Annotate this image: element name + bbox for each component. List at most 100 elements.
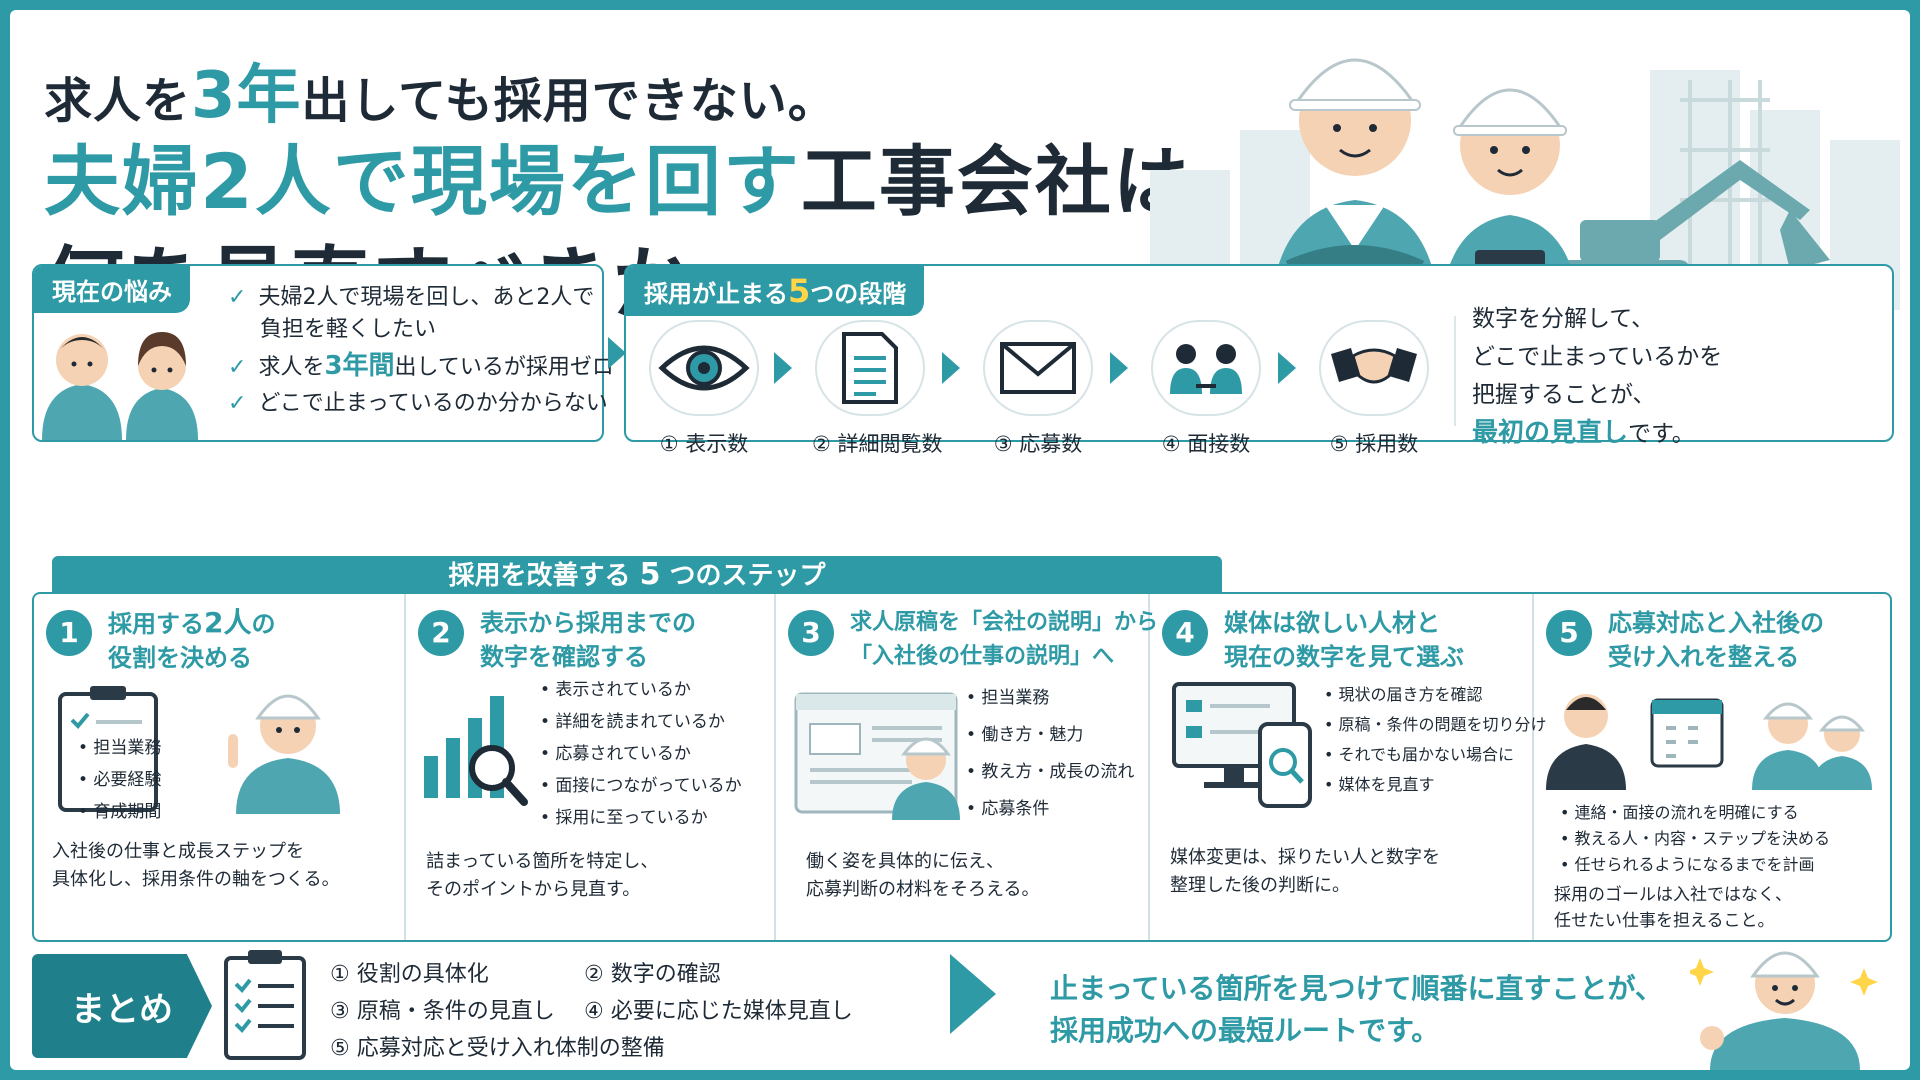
step-number: 1 [46,610,92,656]
step-bullet: • 媒体を見直す [1324,775,1435,794]
summary-item: ② 数字の確認 [584,962,721,987]
document-icon [815,320,925,416]
step-bullet: • 採用に至っているか [540,808,708,828]
problem-item-1: ✓夫婦2人で現場を回し、あと2人で [228,282,594,314]
arrow-right-icon [608,337,626,369]
steps-panel: 1 採用する2人の 役割を決める • 担当業務 • 必要経験 • 育成期間 [32,592,1892,942]
stages-tag-number: 5 [788,272,811,310]
problem-item-2: ✓求人を3年間出しているが採用ゼロ [228,350,614,384]
stages-note: 数字を分解して、 どこで止まっているかを 把握することが、 最初の見直しです。 [1472,300,1722,453]
step-description: 詰まっている箇所を特定し、 そのポイントから見直す。 [426,848,658,904]
summary-item: ③ 原稿・条件の見直し [330,999,555,1024]
title-line-2: 夫婦2人で現場を回す工事会社は [44,120,1191,230]
step-number: 5 [1546,610,1592,656]
summary-item: ④ 必要に応じた媒体見直し [584,999,853,1024]
step-title-text: の [251,610,276,638]
scaffold-icon [1680,80,1770,310]
step-bullets: • 担当業務 • 働き方・魅力 • 教え方・成長の流れ • 応募条件 [966,680,1134,828]
check-icon: ✓ [228,285,247,310]
infographic-page: 求人を3年出しても採用できない。 夫婦2人で現場を回す工事会社は 何を見直すべき… [10,10,1910,1070]
envelope-icon [983,320,1093,416]
title-line-1: 求人を3年出しても採用できない。 [44,44,837,136]
step-number: 4 [1162,610,1208,656]
steps-header: 採用を改善する 5 つのステップ [52,556,1222,594]
step-title: 応募対応と入社後の 受け入れを整える [1608,606,1824,674]
step-bullet: • 教え方・成長の流れ [966,762,1135,782]
worker-pointing-illustration [228,694,340,814]
cheering-worker-illustration [1690,951,1878,1070]
problem-highlight: 3年間 [324,351,395,381]
step-title: 媒体は欲しい人材と 現在の数字を見て選ぶ [1224,606,1464,674]
step-bullet: • 育成期間 [78,802,162,822]
stage-detail-views: ② 詳細閲覧数 [812,320,943,458]
stages-divider [1454,316,1456,426]
sparkle-icon [1850,968,1878,996]
onboarding-illustration [1546,694,1872,790]
step-desc-line: そのポイントから見直す。 [426,879,641,900]
step-description: 採用のゴールは入社ではなく、 任せたい仕事を担えること。 [1554,882,1792,934]
step-desc-line: 働く姿を具体的に伝え、 [806,851,1004,872]
title-number: 3年 [191,59,302,133]
stages-note-line: 数字を分解して、 [1472,306,1655,332]
summary-item: ⑤ 応募対応と受け入れ体制の整備 [330,1036,665,1061]
stages-panel: 採用が止まる5つの段階 ① 表示数 ② 詳細閲覧数 ③ 応募数 [624,264,1894,456]
monitor-phone-icon [1172,682,1312,808]
step-title: 採用する2人の 役割を決める [108,606,275,675]
stages-note-line: どこで止まっているかを [1472,344,1723,370]
step-title-text: 採用する [108,610,204,638]
stage-applications: ③ 応募数 [980,320,1096,458]
step-3: 3 求人原稿を「会社の説明」から 「入社後の仕事の説明」へ • 担当業務 • 働… [776,594,1158,940]
title-text: 工事会社は [800,137,1191,226]
step-title-text: 表示から採用までの [480,609,696,637]
worried-couple-illustration [42,332,198,440]
stage-interviews: ④ 面接数 [1148,320,1264,458]
step-5: 5 応募対応と入社後の 受け入れを整える • 連絡・面接の流れを明 [1534,594,1890,940]
step-desc-line: 整理した後の判断に。 [1170,875,1350,896]
arrow-right-icon [1278,352,1296,384]
problems-panel: 現在の悩み ✓夫婦2人で現場を回し、あと2人で 負担を軽くしたい ✓求人を3年間… [32,264,614,442]
steps-header-text: 採用を改善する [448,561,640,591]
clipboard-icon [58,686,158,812]
step-bullet: • 応募条件 [966,799,1050,819]
step-title-text: 「入社後の仕事の説明」へ [850,644,1115,669]
step-bullets: • 担当業務 • 必要経験 • 育成期間 [78,732,161,828]
stage-label: ① 表示数 [659,432,749,456]
title-text: 求人を [44,73,192,129]
step-desc-line: 応募判断の材料をそろえる。 [806,879,1040,900]
stage-label: ⑤ 採用数 [1329,432,1419,456]
step-title-text: 媒体は欲しい人材と [1224,609,1440,637]
step-title-text: 応募対応と入社後の [1608,609,1824,637]
arrow-right-icon [942,352,960,384]
step-description: 入社後の仕事と成長ステップを 具体化し、採用条件の軸をつくる。 [52,838,340,894]
stage-label: ② 詳細閲覧数 [812,432,943,456]
stages-note-line: です。 [1628,421,1695,447]
interview-icon [1151,320,1261,416]
step-bullet: • 面接につながっているか [540,776,742,796]
step-bullet: • 原稿・条件の問題を切り分け [1324,715,1547,734]
step-description: 媒体変更は、採りたい人と数字を 整理した後の判断に。 [1170,844,1440,900]
step-bullet: • 担当業務 [966,688,1050,708]
step-bullet: • 必要経験 [78,770,162,790]
step-bullet: • 任せられるようになるまでを計画 [1560,855,1815,874]
stage-display-count: ① 表示数 [646,320,762,458]
stages-note-line: 把握することが、 [1472,382,1656,408]
step-desc-line: 採用のゴールは入社ではなく、 [1554,885,1792,905]
summary-item: ① 役割の具体化 [330,962,489,987]
step-bullet: • 応募されているか [540,744,691,764]
step-bullet: • 連絡・面接の流れを明確にする [1560,803,1799,822]
step-title-text: 受け入れを整える [1608,643,1800,671]
summary-message-line: 採用成功への最短ルートです。 [1050,1014,1440,1047]
summary-message: 止まっている箇所を見つけて順番に直すことが、 採用成功への最短ルートです。 [1050,968,1663,1052]
title-text: 出しても採用できない。 [301,73,837,129]
stages-tag-text: つの段階 [810,280,907,308]
step-desc-line: 具体化し、採用条件の軸をつくる。 [52,869,340,890]
title-highlight: 夫婦2人で現場を回す [44,137,801,226]
summary-tag: まとめ [32,954,212,1058]
stage-label: ④ 面接数 [1161,432,1251,456]
step-bullet: • 詳細を読まれているか [540,712,725,732]
step-bullet: • 働き方・魅力 [966,725,1084,745]
stage-hires: ⑤ 採用数 [1316,320,1432,458]
step-title: 求人原稿を「会社の説明」から 「入社後の仕事の説明」へ [850,606,1158,674]
step-bullet: • 表示されているか [540,680,691,700]
bar-chart-magnifier-icon [424,696,528,806]
